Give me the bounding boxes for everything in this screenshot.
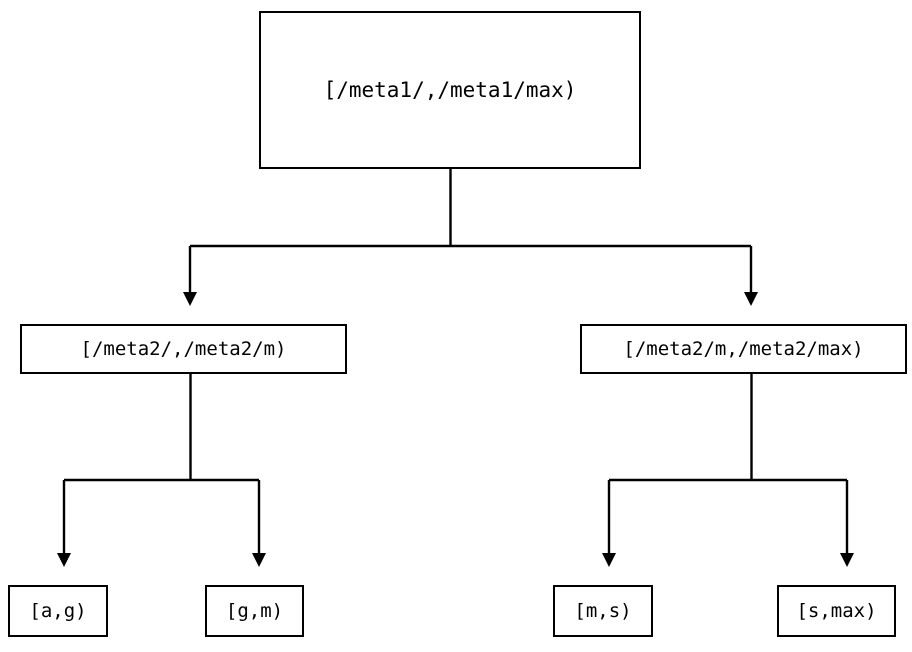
node-leaf-a-g-label: [a,g)	[29, 600, 87, 622]
node-leaf-g-m-label: [g,m)	[225, 600, 284, 622]
node-leaf-s-max-label: [s,max)	[796, 600, 877, 622]
node-mid-right-label: [/meta2/m,/meta2/max)	[623, 338, 864, 360]
node-leaf-m-s-label: [m,s)	[574, 600, 632, 622]
node-leaf-m-s[interactable]: [m,s)	[553, 585, 653, 637]
node-root[interactable]: [/meta1/,/meta1/max)	[259, 11, 641, 169]
node-mid-left-label: [/meta2/,/meta2/m)	[80, 338, 287, 360]
arrow-head-leaf-smax	[840, 553, 854, 567]
arrow-head-mid-right	[744, 292, 758, 306]
node-mid-right[interactable]: [/meta2/m,/meta2/max)	[580, 324, 907, 374]
arrow-head-leaf-ag	[57, 553, 71, 567]
node-leaf-s-max[interactable]: [s,max)	[777, 585, 896, 637]
node-leaf-a-g[interactable]: [a,g)	[8, 585, 108, 637]
node-leaf-g-m[interactable]: [g,m)	[205, 585, 304, 637]
node-mid-left[interactable]: [/meta2/,/meta2/m)	[20, 324, 347, 374]
node-root-label: [/meta1/,/meta1/max)	[323, 78, 577, 102]
arrow-head-mid-left	[183, 292, 197, 306]
arrow-head-leaf-ms	[602, 553, 616, 567]
arrow-head-leaf-gm	[252, 553, 266, 567]
